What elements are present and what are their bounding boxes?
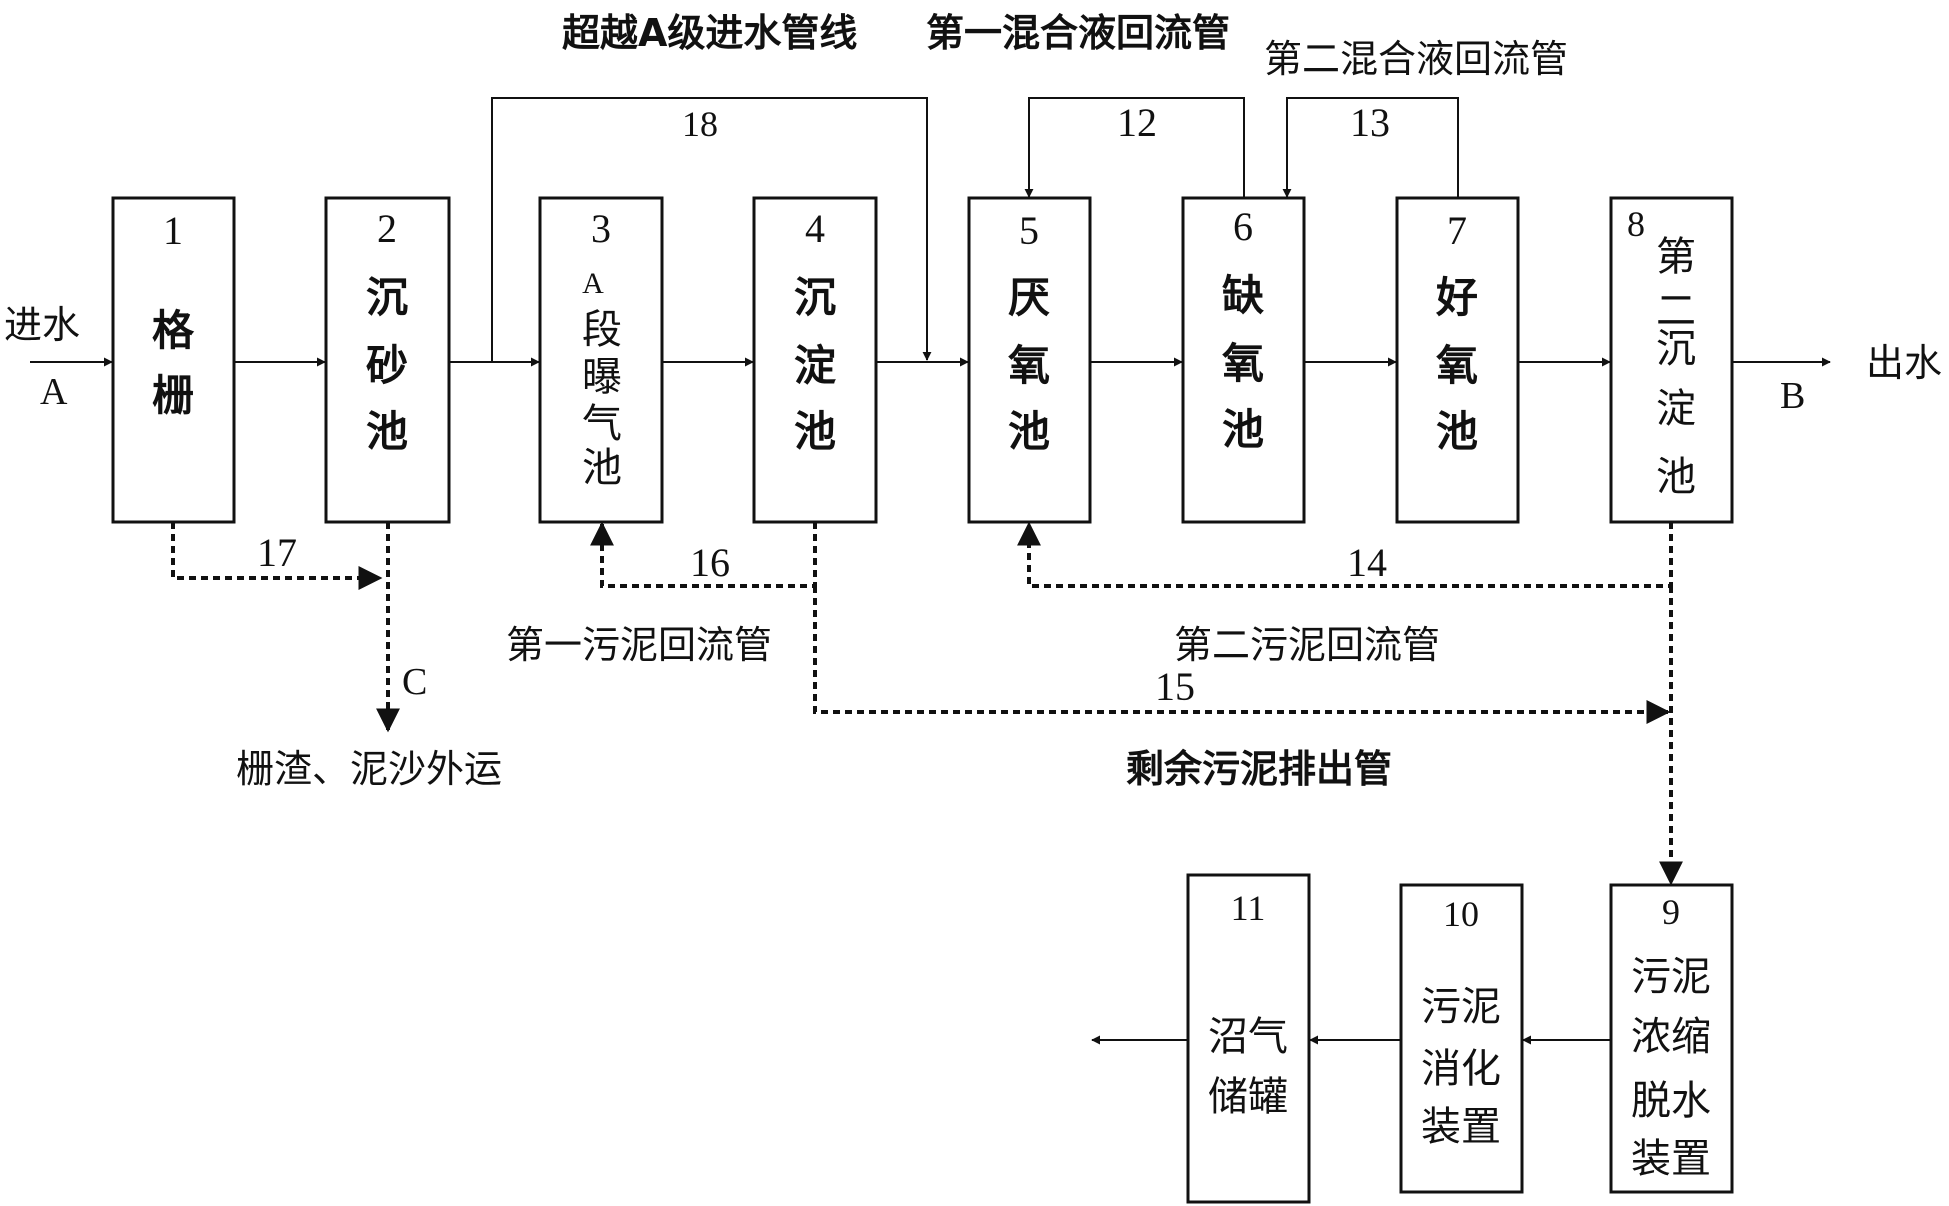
unit-2-number: 2: [377, 206, 397, 251]
unit-9-label-1: 污泥: [1631, 954, 1711, 1000]
unit-3-label-0: A: [582, 267, 604, 300]
unit-4-label-1: 沉: [794, 273, 836, 322]
unit-6-number: 6: [1233, 204, 1253, 249]
unit-4-label-3: 池: [794, 407, 836, 456]
unit-7-aerobic-tank: 7 好 氧 池: [1395, 196, 1520, 524]
excess-sludge-line-15: [813, 586, 1683, 886]
unit-4-number: 4: [805, 206, 825, 251]
unit-3-a-stage-aeration-tank: 3 A 段 曝 气 池: [538, 196, 664, 524]
unit-3-label-3: 气: [582, 401, 622, 447]
unit-11-number: 11: [1231, 888, 1266, 928]
unit-11-label-1: 沼气: [1208, 1014, 1288, 1060]
unit-11-label-2: 储罐: [1208, 1074, 1288, 1120]
unit-10-label-3: 装置: [1421, 1104, 1501, 1150]
unit-10-label-2: 消化: [1421, 1046, 1501, 1092]
unit-3-label-2: 曝: [582, 354, 622, 400]
pipe-number-15: 15: [1155, 664, 1195, 709]
unit-9-label-2: 浓缩: [1631, 1014, 1711, 1060]
outlet-letter: B: [1780, 375, 1805, 417]
pipe-number-12: 12: [1117, 100, 1157, 145]
unit-9-sludge-thickening-dewatering: 9 污泥 浓缩 脱水 装置: [1609, 883, 1734, 1194]
first-mixed-return-label: 第一混合液回流管: [926, 11, 1230, 55]
mixed-liquor-return-12: [1024, 97, 1245, 198]
unit-6-anoxic-tank: 6 缺 氧 池: [1181, 196, 1306, 524]
unit-7-label-1: 好: [1435, 273, 1478, 322]
bypass-line-label: 超越A级进水管线: [562, 11, 857, 55]
unit-5-number: 5: [1019, 208, 1039, 253]
first-sludge-return-label: 第一污泥回流管: [506, 623, 772, 667]
unit-2-label-3: 池: [366, 407, 408, 456]
waste-label: 栅渣、泥沙外运: [236, 747, 502, 791]
unit-5-label-3: 池: [1008, 407, 1050, 456]
unit-6-label-2: 氧: [1222, 339, 1264, 388]
outlet-label: 出水: [1866, 341, 1942, 385]
unit-7-number: 7: [1447, 208, 1467, 253]
unit-1-bar-screen: 1 格 栅: [111, 196, 236, 524]
unit-2-label-1: 沉: [366, 273, 408, 322]
pipe-number-18: 18: [682, 104, 718, 144]
excess-sludge-label: 剩余污泥排出管: [1126, 747, 1392, 791]
second-sludge-return-label: 第二污泥回流管: [1174, 623, 1440, 667]
unit-8-label-4: 淀: [1656, 386, 1696, 432]
unit-6-label-3: 池: [1222, 405, 1264, 454]
unit-8-label-2: 二: [1656, 288, 1696, 334]
unit-2-grit-chamber: 2 沉 砂 池: [324, 196, 451, 524]
inlet-label: 进水: [4, 303, 80, 347]
unit-9-label-3: 脱水: [1631, 1078, 1711, 1124]
unit-10-number: 10: [1443, 894, 1479, 934]
mixed-liquor-return-13: [1282, 97, 1459, 198]
pipe-number-16: 16: [690, 540, 730, 585]
second-mixed-return-label: 第二混合液回流管: [1264, 37, 1568, 81]
unit-6-label-1: 缺: [1222, 271, 1264, 320]
unit-3-label-1: 段: [582, 307, 622, 353]
unit-8-label-3: 沉: [1656, 326, 1696, 372]
unit-2-label-2: 砂: [366, 341, 408, 390]
unit-9-number: 9: [1662, 892, 1680, 932]
unit-5-label-1: 厌: [1008, 273, 1050, 322]
second-sludge-return-14: [1017, 521, 1673, 588]
screenings-line-17: [171, 522, 383, 590]
unit-8-label-1: 第: [1656, 234, 1696, 280]
unit-8-number: 8: [1627, 204, 1645, 244]
bypass-line-18: [491, 97, 932, 362]
unit-11-biogas-tank: 11 沼气 储罐: [1186, 873, 1311, 1204]
first-sludge-return-16: [590, 521, 817, 588]
unit-7-label-2: 氧: [1436, 341, 1478, 390]
pipe-number-17: 17: [257, 530, 297, 575]
unit-3-label-4: 池: [582, 445, 622, 491]
unit-1-label-1: 格: [152, 306, 195, 355]
unit-8-label-5: 池: [1656, 454, 1696, 500]
unit-8-secondary-clarifier: 8 第 二 沉 淀 池: [1609, 196, 1734, 524]
unit-10-sludge-digester: 10 污泥 消化 装置: [1399, 883, 1524, 1194]
unit-4-label-2: 淀: [794, 341, 836, 390]
unit-5-label-2: 氧: [1008, 341, 1050, 390]
pipe-number-13: 13: [1350, 100, 1390, 145]
unit-5-anaerobic-tank: 5 厌 氧 池: [967, 196, 1092, 524]
unit-10-label-1: 污泥: [1421, 984, 1501, 1030]
pipe-number-14: 14: [1347, 540, 1387, 585]
unit-7-label-3: 池: [1436, 407, 1478, 456]
unit-9-label-4: 装置: [1631, 1136, 1711, 1182]
unit-1-label-2: 栅: [152, 371, 194, 420]
inlet-letter: A: [40, 371, 68, 413]
waste-letter: C: [402, 661, 427, 703]
unit-3-number: 3: [591, 206, 611, 251]
unit-1-number: 1: [163, 208, 183, 253]
unit-4-sedimentation-tank: 4 沉 淀 池: [752, 196, 878, 524]
